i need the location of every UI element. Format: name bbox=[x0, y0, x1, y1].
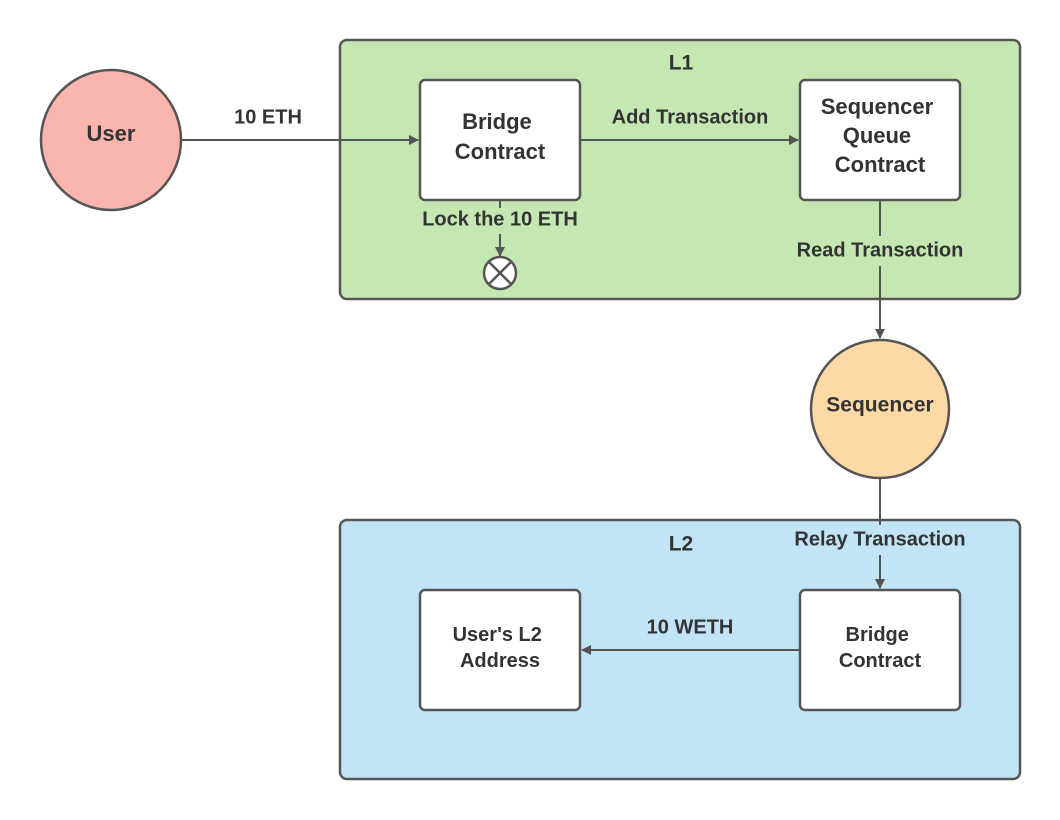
edge-bridge-to-queue: Add Transaction bbox=[580, 106, 799, 145]
edge-l2-bridge-to-address-label: 10 WETH bbox=[647, 616, 734, 638]
edge-user-to-bridge: 10 ETH bbox=[182, 106, 419, 145]
l1-bridge-contract-box bbox=[418, 78, 582, 202]
sequencer-queue-contract-box bbox=[798, 78, 962, 202]
sequencer-queue-contract-label: Sequencer Queue Contract bbox=[821, 94, 940, 177]
sequencer-queue-contract-line-1: Sequencer bbox=[821, 94, 934, 119]
sequencer-label: Sequencer bbox=[826, 394, 933, 417]
edge-user-to-bridge-label: 10 ETH bbox=[234, 106, 302, 128]
sequencer-node[interactable]: Sequencer bbox=[809, 338, 951, 480]
l2-bridge-contract-label: Bridge Contract bbox=[839, 624, 922, 672]
edge-sequencer-to-l2-bridge-label: Relay Transaction bbox=[794, 528, 965, 550]
user-l2-address-line-1: User's L2 bbox=[453, 624, 542, 646]
terminate-cross-b bbox=[488, 261, 512, 285]
l1-bridge-contract-line-1: Bridge bbox=[462, 109, 532, 134]
user-label: User bbox=[87, 121, 136, 146]
sequencer-circle bbox=[809, 338, 951, 480]
sequencer-queue-contract-line-3: Contract bbox=[835, 152, 926, 177]
edge-queue-to-sequencer: Read Transaction bbox=[797, 200, 964, 339]
l2-bridge-contract-box bbox=[798, 588, 962, 712]
edge-lock: Lock the 10 ETH bbox=[422, 200, 578, 257]
l2-bridge-contract-line-2: Contract bbox=[839, 650, 922, 672]
user-l2-address-label: User's L2 Address bbox=[453, 624, 548, 672]
l1-region-label: L1 bbox=[669, 52, 694, 75]
l2-bridge-contract-node[interactable]: Bridge Contract bbox=[798, 588, 962, 712]
user-l2-address-box bbox=[418, 588, 582, 712]
l1-bridge-contract-line-2: Contract bbox=[455, 139, 546, 164]
user-l2-address-node[interactable]: User's L2 Address bbox=[418, 588, 582, 712]
edge-queue-to-sequencer-label: Read Transaction bbox=[797, 239, 964, 261]
edge-sequencer-to-l2-bridge: Relay Transaction bbox=[794, 479, 966, 589]
user-node[interactable]: User bbox=[39, 68, 183, 212]
edge-bridge-to-queue-label: Add Transaction bbox=[612, 106, 769, 128]
user-circle bbox=[39, 68, 183, 212]
edge-lock-label: Lock the 10 ETH bbox=[422, 208, 578, 230]
sequencer-queue-contract-node[interactable]: Sequencer Queue Contract bbox=[798, 78, 962, 202]
l2-bridge-contract-line-1: Bridge bbox=[846, 624, 909, 646]
l1-bridge-contract-node[interactable]: Bridge Contract bbox=[418, 78, 582, 202]
terminate-symbol bbox=[482, 255, 518, 291]
sequencer-queue-contract-line-2: Queue bbox=[843, 123, 911, 148]
user-l2-address-line-2: Address bbox=[460, 650, 540, 672]
edge-l2-bridge-to-address: 10 WETH bbox=[581, 616, 800, 655]
l2-region-label: L2 bbox=[669, 533, 694, 556]
l1-bridge-contract-label: Bridge Contract bbox=[455, 109, 546, 164]
